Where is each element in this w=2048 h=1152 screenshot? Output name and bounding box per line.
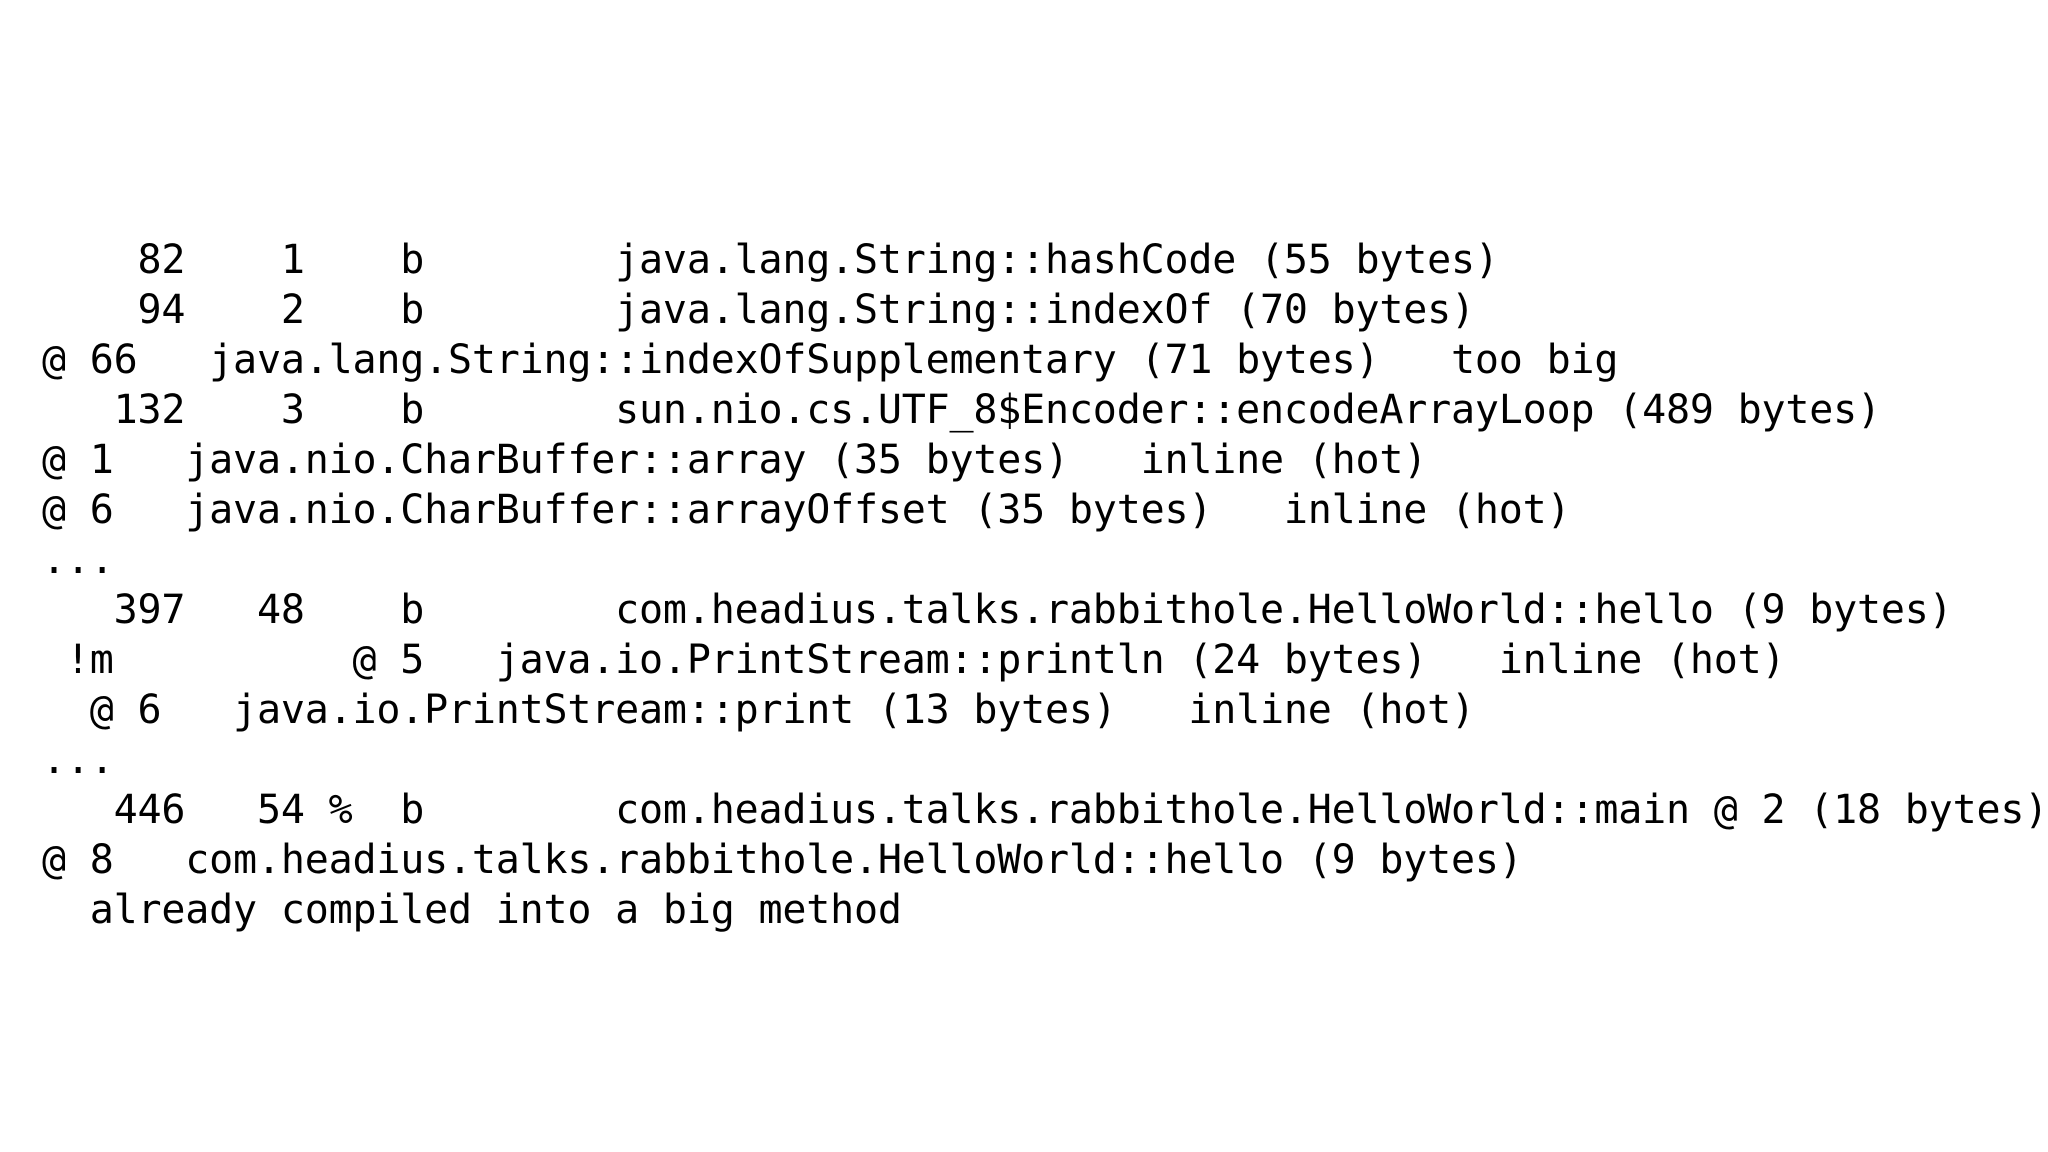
log-line: !m @ 5 java.io.PrintStream::println (24 … (42, 637, 1786, 683)
log-line: @ 66 java.lang.String::indexOfSupplement… (42, 337, 1619, 383)
compilation-log: 82 1 b java.lang.String::hashCode (55 by… (42, 235, 2048, 935)
log-line: @ 6 java.nio.CharBuffer::arrayOffset (35… (42, 487, 1571, 533)
log-line: @ 1 java.nio.CharBuffer::array (35 bytes… (42, 437, 1428, 483)
log-line: 82 1 b java.lang.String::hashCode (55 by… (42, 237, 1499, 283)
log-line: @ 6 java.io.PrintStream::print (13 bytes… (42, 687, 1475, 733)
log-line: @ 8 com.headius.talks.rabbithole.HelloWo… (42, 837, 1523, 883)
log-line: 446 54 % b com.headius.talks.rabbithole.… (42, 787, 2048, 833)
log-line-ellipsis: ... (42, 537, 115, 583)
log-line: 132 3 b sun.nio.cs.UTF_8$Encoder::encode… (42, 387, 1881, 433)
log-line: 397 48 b com.headius.talks.rabbithole.He… (42, 587, 1953, 633)
log-line-ellipsis: ... (42, 737, 115, 783)
log-line: 94 2 b java.lang.String::indexOf (70 byt… (42, 287, 1476, 333)
log-line: already compiled into a big method (42, 887, 902, 933)
